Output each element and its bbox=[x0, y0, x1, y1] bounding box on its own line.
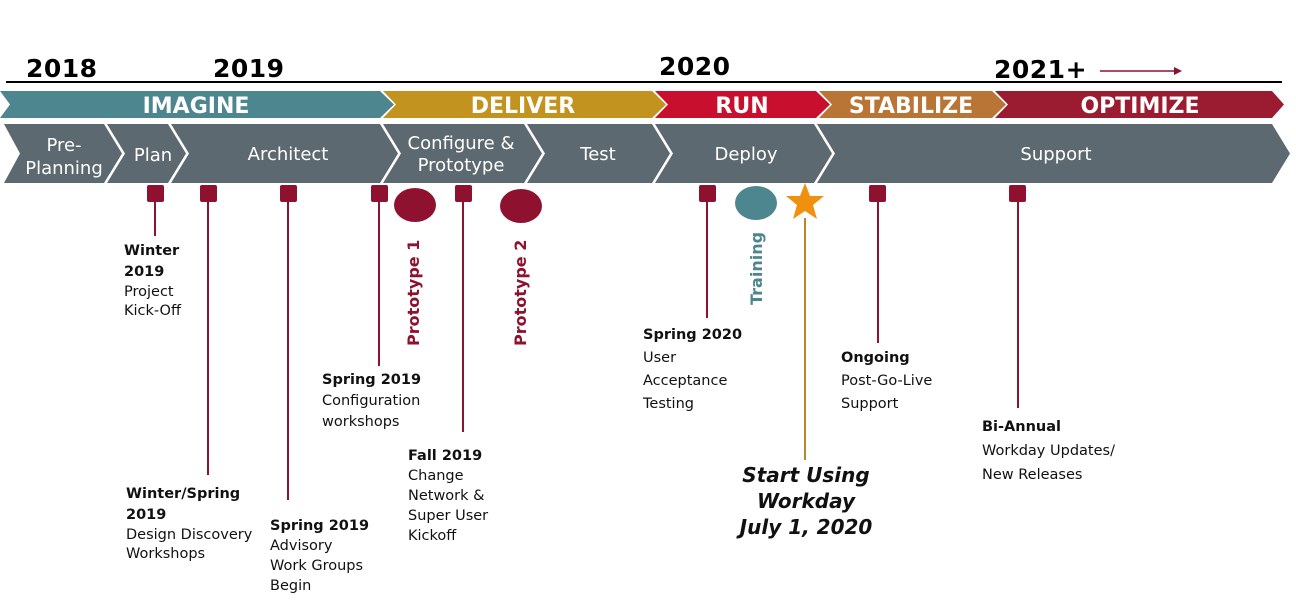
milestone-marker-uat bbox=[699, 185, 716, 202]
svg-text:Planning: Planning bbox=[25, 158, 103, 179]
stage-test: Test bbox=[527, 124, 670, 183]
milestone-note-advisory-groups: Spring 2019 Advisory Work Groups Begin bbox=[270, 518, 370, 594]
svg-text:Architect: Architect bbox=[248, 144, 329, 165]
milestone-note-project-kickoff: Winter 2019 Project Kick-Off bbox=[124, 243, 181, 319]
milestone-stem bbox=[378, 200, 380, 366]
milestone-marker-post-go-live bbox=[869, 185, 886, 202]
svg-text:Deploy: Deploy bbox=[714, 144, 777, 165]
svg-text:Configure &: Configure & bbox=[408, 133, 515, 154]
prototype-2-event-dot bbox=[500, 189, 542, 223]
milestone-stem bbox=[462, 200, 464, 432]
prototype-2-label: Prototype 2 bbox=[511, 239, 530, 346]
milestone-note-configuration-workshops: Spring 2019 Configuration workshops bbox=[322, 372, 422, 430]
phase-deliver: DELIVER bbox=[383, 91, 666, 119]
svg-text:Pre-: Pre- bbox=[46, 135, 81, 156]
phase-chevron-diagram: IMAGINE DELIVER RUN STABILIZE OPTIMIZE P… bbox=[0, 91, 1290, 183]
stage-plan: Plan bbox=[107, 124, 186, 183]
go-live-star-icon bbox=[786, 183, 824, 219]
milestone-marker-bi-annual bbox=[1009, 185, 1026, 202]
milestone-note-uat: Spring 2020 User Acceptance Testing bbox=[643, 327, 743, 412]
phase-optimize: OPTIMIZE bbox=[995, 91, 1284, 119]
go-live-callout: Start Using Workday July 1, 2020 bbox=[739, 463, 873, 539]
stage-architect: Architect bbox=[171, 124, 398, 183]
milestone-stem bbox=[287, 200, 289, 500]
future-arrow-icon bbox=[1100, 67, 1182, 75]
stage-support: Support bbox=[817, 124, 1290, 183]
training-label: Training bbox=[747, 231, 766, 305]
milestone-note-change-network: Fall 2019 Change Network & Super User Ki… bbox=[408, 448, 489, 544]
phase-stabilize-label: STABILIZE bbox=[849, 94, 973, 119]
stage-deploy: Deploy bbox=[655, 124, 832, 183]
phase-optimize-label: OPTIMIZE bbox=[1080, 94, 1199, 119]
year-2021-plus: 2021+ bbox=[994, 55, 1088, 84]
year-2020: 2020 bbox=[659, 52, 731, 81]
milestone-marker-advisory-groups bbox=[280, 185, 297, 202]
milestone-stem bbox=[207, 200, 209, 475]
stage-configure-prototype: Configure & Prototype bbox=[383, 124, 542, 183]
svg-text:Prototype: Prototype bbox=[418, 155, 505, 176]
milestone-marker-project-kickoff bbox=[147, 185, 164, 202]
svg-text:Support: Support bbox=[1020, 144, 1091, 165]
milestone-marker-change-network bbox=[455, 185, 472, 202]
milestone-stem bbox=[1017, 200, 1019, 408]
milestone-marker-design-discovery bbox=[200, 185, 217, 202]
milestone-marker-configuration-workshops bbox=[371, 185, 388, 202]
go-live-stem bbox=[804, 218, 806, 460]
timeline-divider bbox=[6, 81, 1282, 83]
phase-run: RUN bbox=[655, 91, 830, 119]
milestone-note-bi-annual: Bi-Annual Workday Updates/ New Releases bbox=[982, 419, 1115, 483]
prototype-1-label: Prototype 1 bbox=[404, 239, 423, 346]
milestone-stem bbox=[877, 200, 879, 343]
training-event-dot bbox=[735, 186, 777, 220]
phase-imagine-label: IMAGINE bbox=[143, 94, 250, 119]
milestone-note-post-go-live: Ongoing Post-Go-Live Support bbox=[841, 350, 933, 412]
phase-stabilize: STABILIZE bbox=[819, 91, 1006, 119]
stage-pre-planning: Pre- Planning bbox=[4, 124, 122, 183]
milestone-stem bbox=[154, 200, 156, 236]
year-2019: 2019 bbox=[213, 54, 285, 83]
milestone-note-design-discovery: Winter/Spring 2019 Design Discovery Work… bbox=[126, 486, 253, 562]
svg-text:Test: Test bbox=[579, 144, 615, 165]
phase-deliver-label: DELIVER bbox=[471, 94, 576, 119]
year-2018: 2018 bbox=[26, 54, 98, 83]
phase-imagine: IMAGINE bbox=[0, 91, 394, 119]
prototype-1-event-dot bbox=[394, 188, 436, 222]
phase-run-label: RUN bbox=[715, 94, 768, 119]
milestone-stem bbox=[706, 200, 708, 318]
svg-text:Plan: Plan bbox=[134, 145, 172, 166]
